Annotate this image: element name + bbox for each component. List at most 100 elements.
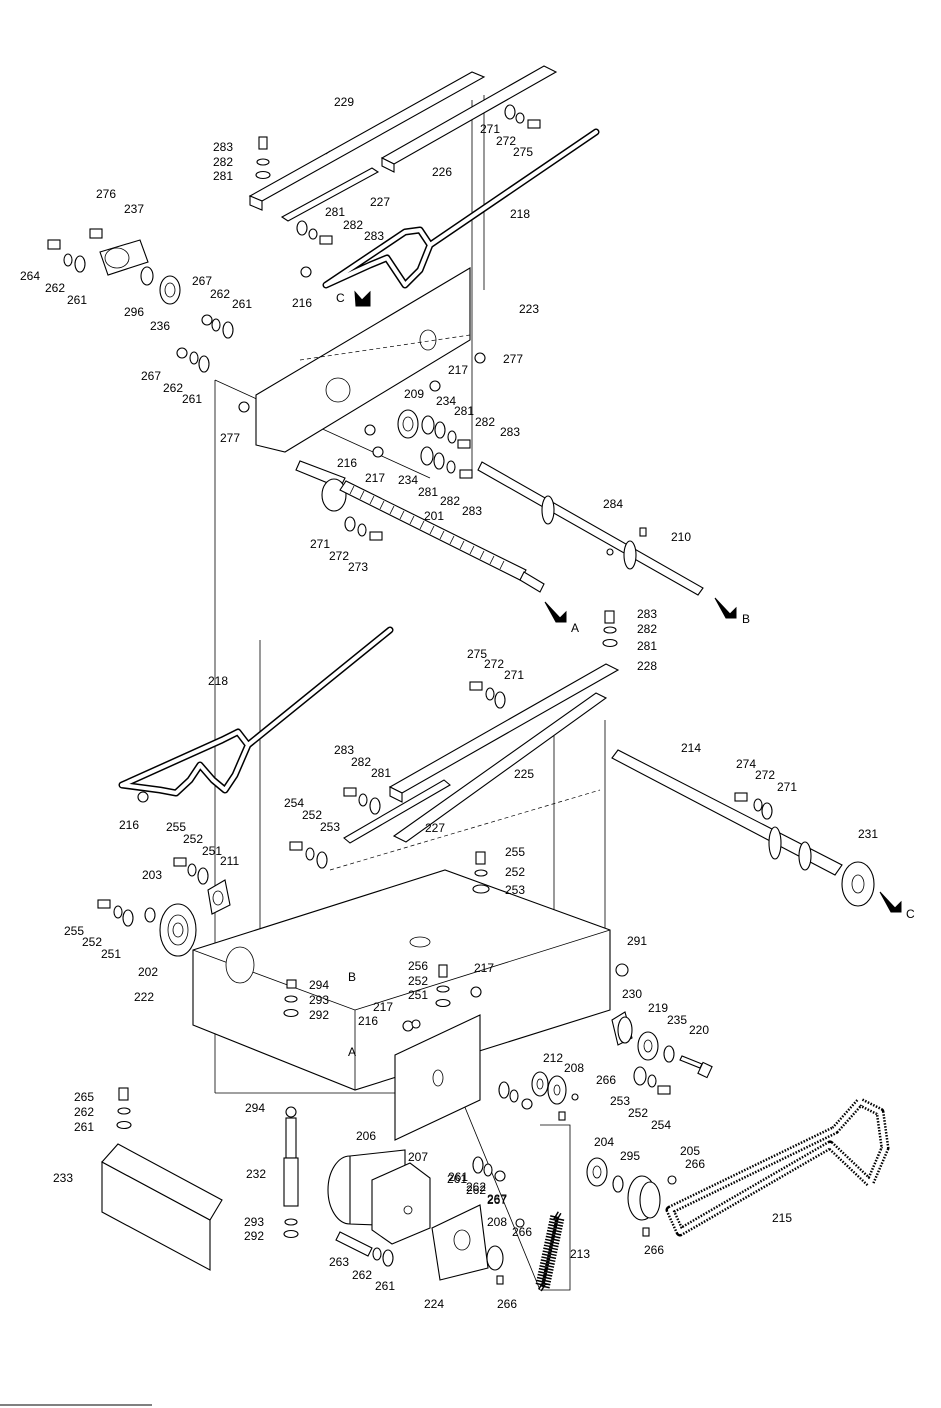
part-label: 261	[74, 1120, 94, 1134]
part-label: 282	[440, 494, 460, 508]
part-label: 217	[373, 1000, 393, 1014]
part-213-belt	[535, 1210, 565, 1293]
part-label: 261	[448, 1170, 468, 1184]
part-label: 254	[651, 1118, 671, 1132]
part-label: 281	[418, 485, 438, 499]
part-236-bearing	[159, 275, 181, 305]
part-label: 283	[500, 425, 520, 439]
part-label: 213	[570, 1247, 590, 1261]
part-label: 253	[610, 1094, 630, 1108]
part-label: 271	[504, 668, 524, 682]
part-label: 282	[213, 155, 233, 169]
part-label: 217	[448, 363, 468, 377]
part-227-bar	[280, 167, 380, 222]
part-label: 227	[425, 821, 445, 835]
part-212-gear	[531, 1071, 549, 1097]
part-label: 228	[637, 659, 657, 673]
part-203-nut	[144, 907, 156, 923]
part-label: 216	[358, 1014, 378, 1028]
part-label: 212	[543, 1051, 563, 1065]
part-label: 207	[408, 1150, 428, 1164]
part-label: 266	[512, 1225, 532, 1239]
part-label: 271	[310, 537, 330, 551]
part-label: 272	[484, 657, 504, 671]
part-label: 211	[220, 854, 239, 868]
part-label: 205	[680, 1144, 700, 1158]
part-226-rail	[380, 65, 558, 173]
direction-marker-label: B	[742, 612, 750, 626]
part-label: 218	[208, 674, 228, 688]
part-label: 234	[436, 394, 456, 408]
part-label: 214	[681, 741, 701, 755]
part-label: 273	[348, 560, 368, 574]
part-label: 226	[432, 165, 452, 179]
direction-marker-label: A	[571, 621, 579, 635]
part-label: 266	[685, 1157, 705, 1171]
small-hardware-upper	[47, 104, 541, 541]
part-label: 291	[627, 934, 647, 948]
part-204-bearing	[586, 1157, 608, 1187]
part-label: 215	[772, 1211, 792, 1225]
part-209-bearing	[397, 409, 419, 439]
part-label: 264	[20, 269, 40, 283]
direction-marker-label: C	[906, 907, 915, 921]
part-label: 267	[487, 1193, 507, 1207]
part-label: 261	[182, 392, 202, 406]
part-230-collar	[611, 1011, 633, 1046]
part-label: 275	[513, 145, 533, 159]
part-label: 220	[689, 1023, 709, 1037]
part-205-pulley	[627, 1175, 661, 1221]
part-label: 294	[309, 978, 329, 992]
part-label: 217	[474, 961, 494, 975]
part-label: 217	[365, 471, 385, 485]
part-label: 283	[213, 140, 233, 154]
part-label: 266	[497, 1297, 517, 1311]
part-232-stud	[283, 1106, 299, 1239]
part-label: 231	[858, 827, 878, 841]
part-label: 283	[462, 504, 482, 518]
part-231-flange	[841, 861, 875, 907]
part-label: 276	[96, 187, 116, 201]
part-label: 261	[375, 1279, 395, 1293]
part-label: 277	[220, 431, 240, 445]
part-label: 203	[142, 868, 162, 882]
part-label: 224	[424, 1297, 444, 1311]
part-label: 210	[671, 530, 691, 544]
part-label: 263	[329, 1255, 349, 1269]
part-label: 251	[408, 988, 428, 1002]
part-202-pulley	[159, 903, 197, 957]
part-label: 283	[334, 743, 354, 757]
part-211-flange	[207, 879, 231, 915]
part-label: 216	[292, 296, 312, 310]
part-label: 256	[408, 959, 428, 973]
part-label: 292	[309, 1008, 329, 1022]
part-label: 202	[138, 965, 158, 979]
part-label: 262	[210, 287, 230, 301]
part-label: 284	[603, 497, 623, 511]
part-label: 225	[514, 767, 534, 781]
part-label: 267	[487, 1192, 507, 1206]
part-208-gear	[547, 1075, 567, 1105]
part-label: 266	[596, 1073, 616, 1087]
part-208-gear-lower	[486, 1245, 504, 1271]
part-295-washer	[612, 1175, 624, 1193]
part-220-bolt	[679, 1055, 713, 1079]
part-label: 292	[244, 1229, 264, 1243]
part-label: 277	[503, 352, 523, 366]
part-lower-side-plate	[394, 1014, 481, 1141]
part-label: 271	[777, 780, 797, 794]
part-label: 283	[637, 607, 657, 621]
part-218-belt-lower	[118, 626, 394, 797]
part-label: 275	[467, 647, 487, 661]
part-label: 230	[622, 987, 642, 1001]
part-label: 293	[309, 993, 329, 1007]
part-label: 255	[505, 845, 525, 859]
part-label: 233	[53, 1171, 73, 1185]
part-label: 261	[232, 297, 252, 311]
part-label: 252	[505, 865, 525, 879]
part-label: 262	[45, 281, 65, 295]
part-label: 255	[166, 820, 186, 834]
part-237-bracket	[99, 239, 149, 276]
part-label: 209	[404, 387, 424, 401]
